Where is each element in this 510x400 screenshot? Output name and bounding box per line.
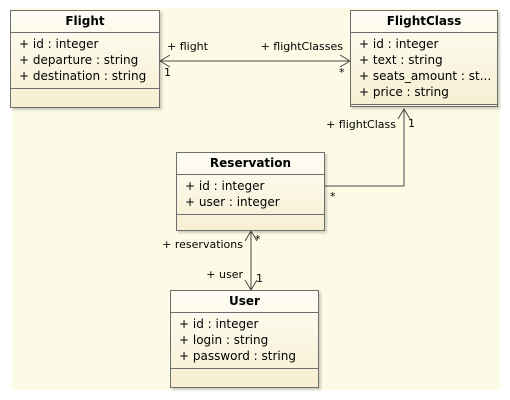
attribute: + password : string (179, 349, 296, 363)
operation-compartment (171, 369, 318, 384)
attribute: + login : string (179, 333, 269, 347)
role-reservations-label: + reservations (162, 238, 243, 251)
class-name: FlightClass (351, 11, 497, 33)
class-reservation[interactable]: Reservation + id : integer + user : inte… (176, 152, 325, 231)
class-user[interactable]: User + id : integer + login : string + p… (170, 290, 319, 388)
flight-arrowhead (159, 54, 171, 68)
class-name: User (171, 291, 318, 313)
class-name: Flight (11, 11, 159, 33)
attribute: + departure : string (19, 53, 139, 67)
class-name: Reservation (177, 153, 324, 175)
operation-compartment (11, 89, 159, 104)
class-flightclass[interactable]: FlightClass + id : integer + text : stri… (350, 10, 498, 107)
attribute-compartment: + id : integer + login : string + passwo… (171, 313, 318, 369)
attribute: + destination : string (19, 69, 147, 83)
role-user-label: + user (206, 268, 243, 281)
attribute-compartment: + id : integer + user : integer (177, 175, 324, 215)
operation-compartment (177, 215, 324, 230)
mult-user-label: 1 (256, 272, 263, 285)
operation-compartment (351, 105, 497, 109)
role-flightclass-label: + flightClass (326, 118, 396, 131)
reservation-flightclass-line (325, 109, 405, 187)
mult-flight-label: 1 (164, 66, 171, 79)
flightclass-up-arrowhead (397, 108, 411, 120)
mult-reservations-label: * (255, 233, 261, 246)
role-flight-label: + flight (167, 40, 209, 53)
attribute: + text : string (359, 53, 443, 67)
attribute: + id : integer (19, 37, 99, 51)
attribute: + id : integer (185, 179, 265, 193)
role-flightclasses-label: + flightClasses (261, 40, 344, 53)
mult-flightclass-one-label: 1 (408, 117, 415, 130)
attribute: + user : integer (185, 195, 280, 209)
attribute: + price : string (359, 85, 449, 99)
class-flight[interactable]: Flight + id : integer + departure : stri… (10, 10, 160, 108)
mult-reservation-many-label: * (330, 190, 336, 203)
reservation-up-arrowhead (244, 230, 258, 242)
attribute: + seats_amount : st... (359, 69, 492, 83)
attribute: + id : integer (179, 317, 259, 331)
attribute-compartment: + id : integer + text : string + seats_a… (351, 33, 497, 105)
mult-flightclasses-label: * (339, 66, 345, 79)
attribute: + id : integer (359, 37, 439, 51)
attribute-compartment: + id : integer + departure : string + de… (11, 33, 159, 89)
